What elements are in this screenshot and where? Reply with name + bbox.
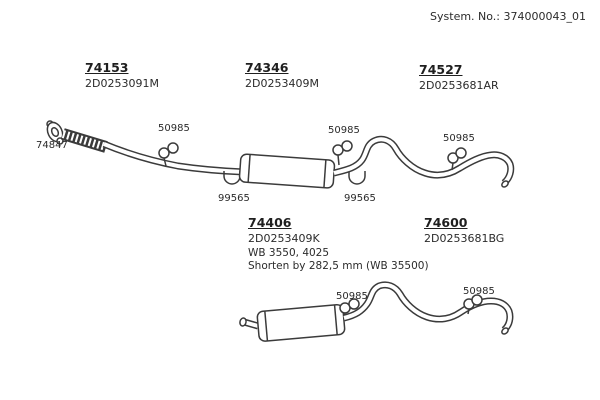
hanger-icon	[332, 140, 353, 166]
hanger-icon	[463, 294, 483, 315]
system-number: System. No.: 374000043_01	[430, 10, 586, 23]
callout-50985[interactable]: 50985	[443, 133, 475, 144]
tail-pipe-top	[333, 135, 515, 188]
part-code: 2D0253409K	[248, 232, 320, 246]
front-flange-icon	[46, 120, 64, 145]
hanger-icon	[158, 142, 179, 167]
part-label-74406: 74406 2D0253409K WB 3550, 4025 Shorten b…	[248, 215, 429, 274]
hanger-icon	[447, 147, 467, 171]
part-code: 2D0253091M	[85, 77, 159, 91]
callout-99565[interactable]: 99565	[344, 193, 376, 204]
callout-50985[interactable]: 50985	[158, 123, 190, 134]
part-number-link[interactable]: 74406	[248, 215, 292, 230]
part-note-shorten: Shorten by 282,5 mm (WB 35500)	[248, 260, 429, 273]
top-exhaust-system	[46, 120, 515, 189]
muffler-center	[238, 153, 336, 189]
part-code: 2D0253681BG	[424, 232, 505, 246]
muffler-inlet-stub	[239, 317, 259, 330]
part-number-link[interactable]: 74527	[419, 62, 463, 77]
part-label-74527: 74527 2D0253681AR	[419, 62, 499, 94]
part-number-link[interactable]: 74346	[245, 60, 289, 75]
callout-50985[interactable]: 50985	[463, 286, 495, 297]
front-pipe	[102, 140, 245, 176]
part-number-link[interactable]: 74600	[424, 215, 468, 230]
callout-74847[interactable]: 74847	[36, 140, 68, 151]
clamp-icon	[348, 171, 366, 185]
part-label-74153: 74153 2D0253091M	[85, 60, 159, 92]
part-number-link[interactable]: 74153	[85, 60, 129, 75]
part-code: 2D0253681AR	[419, 79, 499, 93]
flex-pipe-icon	[61, 128, 108, 153]
part-code: 2D0253409M	[245, 77, 319, 91]
hanger-icon	[339, 298, 360, 320]
callout-99565[interactable]: 99565	[218, 193, 250, 204]
tail-pipe-bottom	[343, 281, 514, 335]
part-label-74346: 74346 2D0253409M	[245, 60, 319, 92]
part-note-wheelbase: WB 3550, 4025	[248, 246, 330, 259]
callout-50985[interactable]: 50985	[336, 291, 368, 302]
muffler-rear	[256, 303, 346, 342]
bottom-exhaust-system	[239, 281, 514, 342]
callout-50985[interactable]: 50985	[328, 125, 360, 136]
part-label-74600: 74600 2D0253681BG	[424, 215, 504, 247]
